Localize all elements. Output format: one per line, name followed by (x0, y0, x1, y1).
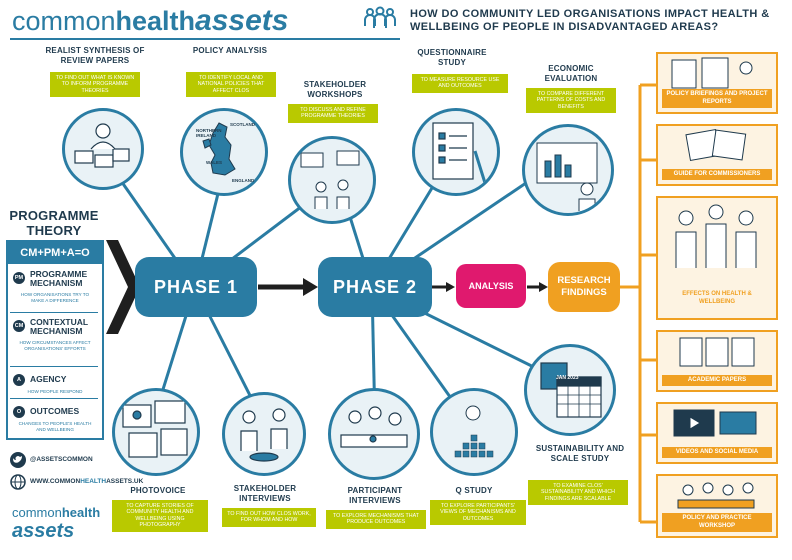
participant-illustration (328, 388, 420, 480)
theory-item-title: CONTEXTUAL MECHANISM (30, 317, 88, 336)
output-card: POLICY BRIEFINGS AND PROJECT REPORTS (656, 52, 778, 114)
phase-1: PHASE 1 (135, 257, 257, 317)
participant-note: TO EXPLORE MECHANISMS THAT PRODUCE OUTCO… (326, 510, 426, 529)
economic-illustration (522, 124, 614, 216)
calendar-label: JAN 2023 (556, 375, 579, 381)
theory-item-title: AGENCY (30, 374, 67, 384)
output-label: ACADEMIC PAPERS (662, 374, 772, 386)
output-label: POLICY BRIEFINGS AND PROJECT REPORTS (662, 89, 772, 108)
twitter-handle[interactable]: @ASSETSCOMMON (30, 456, 93, 463)
map-label: SCOTLAND (230, 122, 255, 127)
sustainability-title: SUSTAINABILITY AND SCALE STUDY (535, 444, 625, 463)
logo-health: health (115, 6, 196, 36)
footer-logo: commonhealth assets (12, 505, 102, 543)
photovoice-title: PHOTOVOICE (130, 486, 186, 495)
qstudy-title: Q STUDY (455, 486, 493, 495)
theory-item-sub: HOW ORGANISATIONS TRY TO MAKE A DIFFEREN… (20, 292, 90, 303)
realist-illustration (62, 108, 144, 190)
analysis-box: ANALYSIS (456, 264, 526, 308)
realist-note: TO FIND OUT WHAT IS KNOWN TO INFORM PROG… (50, 72, 140, 98)
output-card: POLICY AND PRACTICE WORKSHOP (656, 474, 778, 538)
workshops-title: STAKEHOLDER WORKSHOPS (303, 80, 367, 99)
website-pre: WWW.COMMON (30, 478, 81, 485)
output-label: EFFECTS ON HEALTH & WELLBEING (682, 291, 752, 305)
theory-title: PROGRAMME THEORY (9, 208, 99, 238)
logo-common: common (12, 6, 116, 36)
website-link[interactable]: WWW.COMMONHEALTHASSETS.UK (30, 478, 143, 485)
theory-item-sub: CHANGES TO PEOPLE'S HEALTH AND WELLBEING (18, 421, 92, 432)
output-card: ACADEMIC PAPERS (656, 330, 778, 392)
research-question: HOW DO COMMUNITY LED ORGANISATIONS IMPAC… (410, 8, 770, 33)
theory-badge: A (13, 374, 25, 386)
theory-item-sub: HOW CIRCUMSTANCES AFFECT ORGANISATIONS' … (19, 340, 91, 351)
questionnaire-note: TO MEASURE RESOURCE USE AND OUTCOMES (412, 74, 508, 93)
twitter-icon[interactable] (10, 452, 26, 468)
footer-logo-health: health (61, 505, 101, 520)
header-logo: commonhealthassets (12, 4, 289, 37)
questionnaire-title: QUESTIONNAIRE STUDY (417, 48, 487, 67)
map-label: NORTHERN IRELAND (196, 128, 222, 138)
theory-badge: O (13, 406, 25, 418)
policy-illustration (180, 108, 268, 196)
map-label: ENGLAND (232, 178, 255, 183)
theory-item-sub: HOW PEOPLE RESPOND (27, 389, 83, 394)
sustainability-illustration (524, 344, 616, 436)
realist-title: REALIST SYNTHESIS OF REVIEW PAPERS (45, 46, 145, 65)
people-icon (364, 6, 396, 28)
workshops-note: TO DISCUSS AND REFINE PROGRAMME THEORIES (288, 104, 378, 123)
theory-item: O OUTCOMES CHANGES TO PEOPLE'S HEALTH AN… (10, 402, 98, 436)
workshops-illustration (288, 136, 376, 224)
policy-title: POLICY ANALYSIS (192, 46, 268, 55)
output-label: POLICY AND PRACTICE WORKSHOP (662, 513, 772, 532)
interviews-title: STAKEHOLDER INTERVIEWS (233, 484, 297, 503)
output-card: GUIDE FOR COMMISSIONERS (656, 124, 778, 186)
theory-item-title: OUTCOMES (30, 406, 80, 416)
footer-logo-common: common (12, 505, 62, 520)
theory-item-title: PROGRAMME MECHANISM (30, 269, 88, 288)
economic-title: ECONOMIC EVALUATION (544, 64, 598, 83)
sustainability-note: TO EXAMINE CLOs' SUSTAINABILITY AND WHIC… (528, 480, 628, 506)
theory-item: CM CONTEXTUAL MECHANISM HOW CIRCUMSTANCE… (10, 316, 98, 367)
website-post: ASSETS.UK (106, 478, 144, 485)
website-mid: HEALTH (80, 478, 107, 485)
research-findings: RESEARCH FINDINGS (548, 262, 620, 312)
economic-note: TO COMPARE DIFFERENT PATTERNS OF COSTS A… (526, 88, 616, 114)
questionnaire-illustration (412, 108, 500, 196)
theory-item: PM PROGRAMME MECHANISM HOW ORGANISATIONS… (10, 268, 98, 313)
photovoice-illustration (112, 388, 200, 476)
qstudy-note: TO EXPLORE PARTICIPANTS' VIEWS OF MECHAN… (430, 500, 526, 526)
participant-title: PARTICIPANT INTERVIEWS (347, 486, 403, 505)
theory-chevron (106, 240, 140, 334)
output-card: VIDEOS AND SOCIAL MEDIA (656, 402, 778, 464)
interviews-illustration (222, 392, 306, 476)
globe-icon (10, 474, 26, 490)
theory-badge: CM (13, 320, 25, 332)
theory-box: CM+PM+A=O PM PROGRAMME MECHANISM HOW ORG… (6, 240, 104, 440)
header-underline (10, 38, 400, 40)
theory-item: A AGENCY HOW PEOPLE RESPOND (10, 370, 98, 399)
interviews-note: TO FIND OUT HOW CLOs WORK, FOR WHOM AND … (222, 508, 316, 527)
theory-formula: CM+PM+A=O (8, 242, 102, 264)
qstudy-illustration (430, 388, 518, 476)
photovoice-note: TO CAPTURE STORIES OF COMMUNITY HEALTH A… (112, 500, 208, 532)
output-card: EFFECTS ON HEALTH & WELLBEING (656, 196, 778, 320)
policy-note: TO IDENTIFY LOCAL AND NATIONAL POLICIES … (186, 72, 276, 98)
output-label: GUIDE FOR COMMISSIONERS (662, 168, 772, 180)
output-label: VIDEOS AND SOCIAL MEDIA (662, 446, 772, 458)
map-label: WALES (206, 160, 223, 165)
footer-logo-assets: assets (12, 520, 75, 542)
phase-2: PHASE 2 (318, 257, 432, 317)
theory-badge: PM (13, 272, 25, 284)
logo-assets: assets (195, 4, 289, 37)
